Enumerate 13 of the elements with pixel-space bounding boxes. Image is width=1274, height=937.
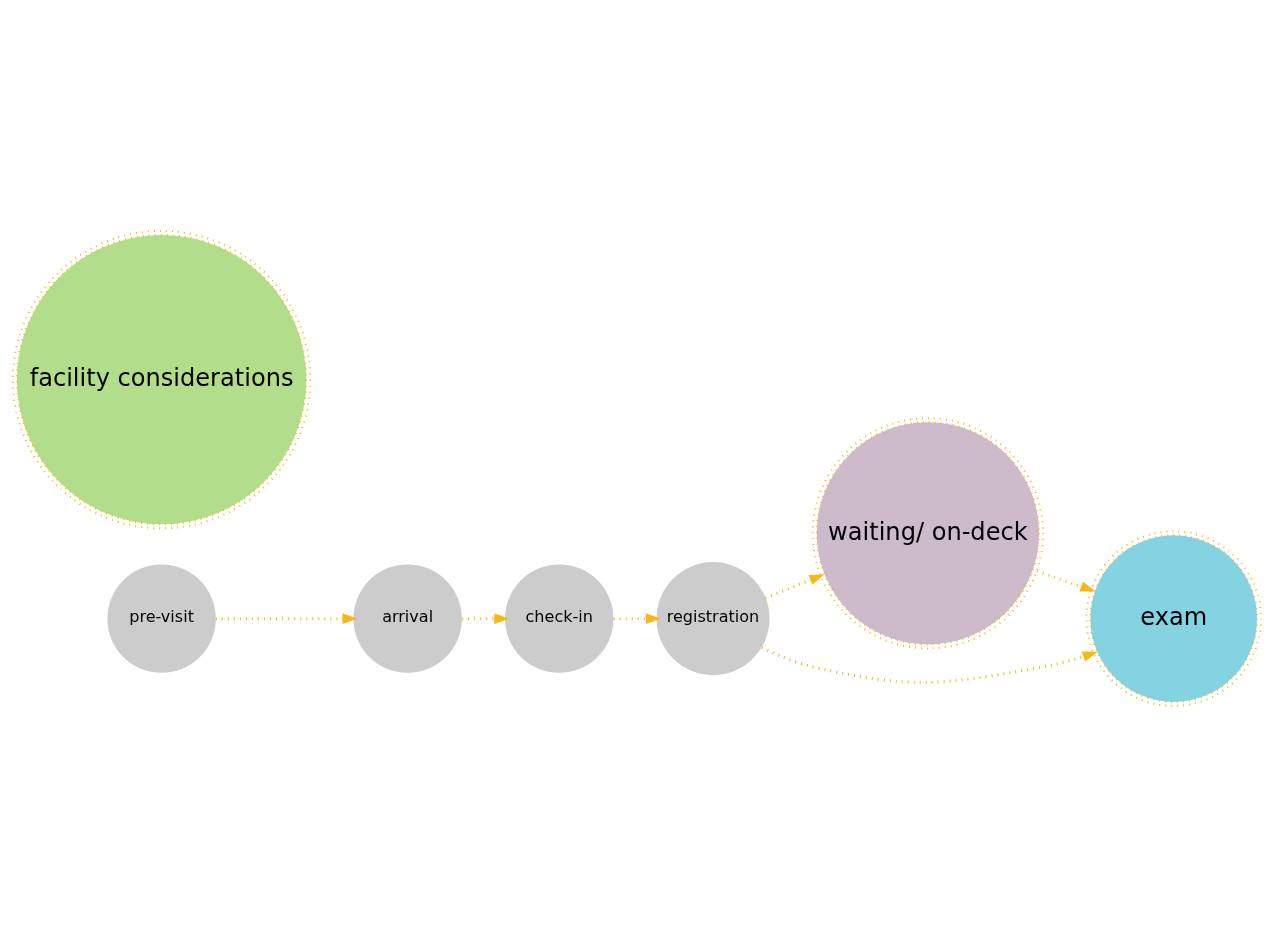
node-circle: exam [1085,530,1263,707]
arrow [462,613,510,624]
node-circle: pre-visit [107,564,216,673]
arrow [765,574,825,600]
node-circle: waiting/ on-deck [811,417,1045,650]
arrow [215,613,358,624]
node-circle: arrival [353,564,462,673]
node-circle: registration [656,562,770,676]
arrow [1036,569,1096,592]
node-circle: facility considerations [11,229,312,530]
arrow [761,646,1098,684]
node-circle: check-in [505,564,614,673]
arrow [613,613,661,624]
